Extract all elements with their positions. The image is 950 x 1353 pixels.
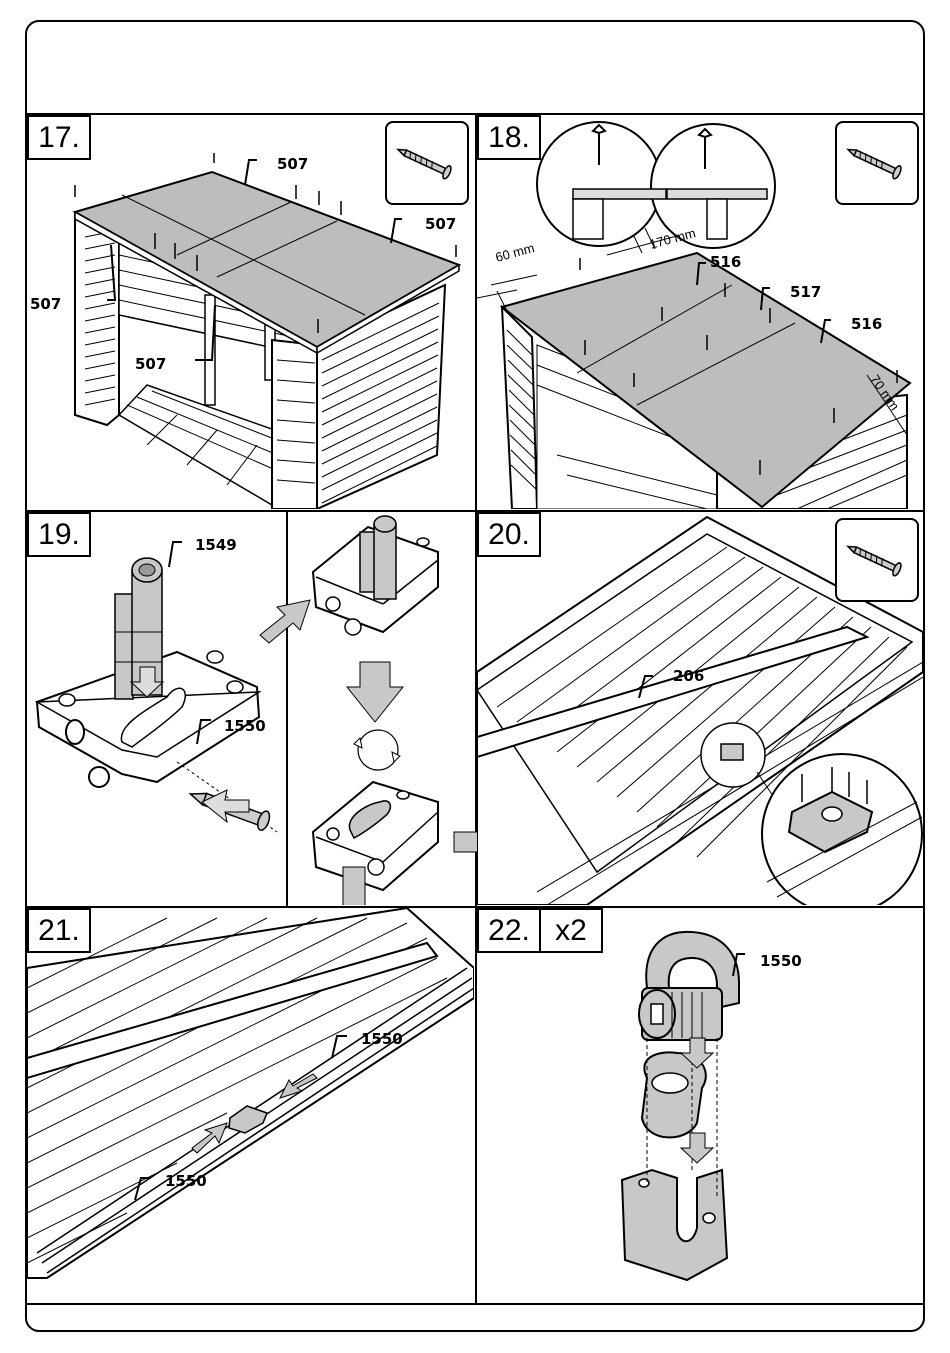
part-label-1550: 1550 (760, 952, 802, 970)
arrow-icon (255, 595, 315, 645)
step-19-number: 19. (27, 512, 91, 557)
part-label-1549: 1549 (195, 536, 237, 554)
screw-icon (387, 123, 467, 203)
door-bracket-placement (27, 908, 474, 1302)
step-19-panel-a: 19. 1549 1550 (27, 512, 285, 905)
part-label-1550: 1550 (361, 1030, 403, 1048)
part-label-507: 507 (30, 295, 61, 313)
step-19-panel-b (288, 512, 474, 905)
step-18-number: 18. (477, 115, 541, 160)
step-21-panel: 21. 1550 1550 (27, 908, 474, 1302)
part-label-516: 516 (851, 315, 882, 333)
screw-icon (837, 520, 917, 600)
step-18-panel: 18. 60 mm 170 mm 70 mm 516 517 516 (477, 115, 923, 509)
step-17-panel: 17. 507 507 507 507 (27, 115, 474, 509)
screw-toolbox (835, 121, 919, 205)
step-22-number: 22. (477, 908, 541, 953)
step-22-panel: 22. x2 1550 (477, 908, 923, 1302)
hinge-bracket-rotation (288, 512, 474, 905)
footer-divider (25, 1303, 925, 1305)
screw-toolbox (835, 518, 919, 602)
part-label-516: 516 (710, 253, 741, 271)
part-label-1550: 1550 (224, 717, 266, 735)
screw-icon (837, 123, 917, 203)
part-label-517: 517 (790, 283, 821, 301)
step-20-panel: 20. 206 (477, 512, 923, 905)
step-17-number: 17. (27, 115, 91, 160)
part-label-507: 507 (135, 355, 166, 373)
hinge-bracket-assembly (27, 512, 285, 905)
part-label-507: 507 (277, 155, 308, 173)
part-label-206: 206 (673, 667, 704, 685)
latch-exploded-illustration (477, 908, 923, 1302)
step-21-number: 21. (27, 908, 91, 953)
step-20-number: 20. (477, 512, 541, 557)
part-label-507: 507 (425, 215, 456, 233)
step-22-quantity: x2 (539, 908, 603, 953)
screw-toolbox (385, 121, 469, 205)
part-label-1550: 1550 (165, 1172, 207, 1190)
